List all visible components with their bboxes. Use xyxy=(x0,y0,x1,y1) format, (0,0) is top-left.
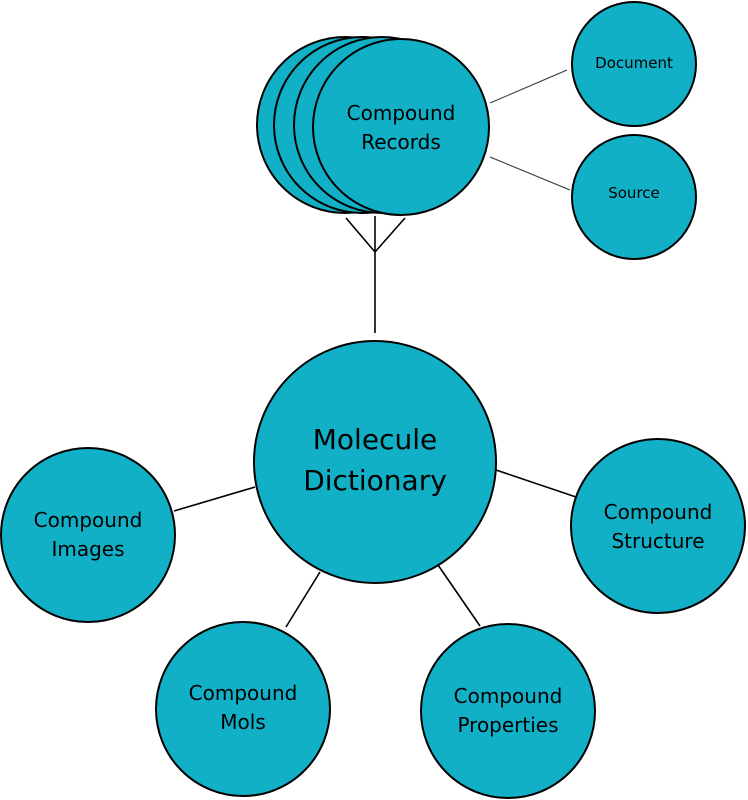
compound-images-label-line2: Images xyxy=(51,537,124,561)
compound-records-node: Compound Records xyxy=(256,36,490,216)
compound-images-circle xyxy=(0,447,176,623)
edges xyxy=(173,69,577,628)
edge-molecule-to-mols xyxy=(285,571,321,628)
compound-structure-node: Compound Structure xyxy=(570,438,746,614)
compound-mols-node: Compound Mols xyxy=(155,621,331,797)
source-label: Source xyxy=(608,184,660,202)
compound-properties-node: Compound Properties xyxy=(420,623,596,799)
molecule-dictionary-label-line2: Dictionary xyxy=(303,464,447,497)
compound-records-label-line1: Compound xyxy=(347,101,456,125)
crows-foot-left-prong xyxy=(345,217,376,253)
edge-molecule-to-properties xyxy=(437,564,481,627)
compound-properties-circle xyxy=(420,623,596,799)
compound-images-node: Compound Images xyxy=(0,447,176,623)
molecule-dictionary-node: Molecule Dictionary xyxy=(253,340,497,584)
records-stack-circle-4 xyxy=(312,38,490,216)
compound-images-label-line1: Compound xyxy=(34,508,143,532)
compound-structure-label-line1: Compound xyxy=(604,500,713,524)
source-node: Source xyxy=(571,134,697,260)
compound-mols-label-line1: Compound xyxy=(189,681,298,705)
compound-structure-label-line2: Structure xyxy=(611,529,704,553)
source-circle xyxy=(571,134,697,260)
compound-properties-label-line2: Properties xyxy=(457,713,558,737)
compound-records-label-line2: Records xyxy=(361,130,441,154)
edge-molecule-to-images xyxy=(173,486,256,512)
molecule-dictionary-circle xyxy=(253,340,497,584)
compound-properties-label-line1: Compound xyxy=(454,684,563,708)
compound-mols-circle xyxy=(155,621,331,797)
compound-mols-label-line2: Mols xyxy=(220,710,265,734)
document-node: Document xyxy=(571,1,697,127)
edge-records-to-source xyxy=(489,156,571,191)
crows-foot-right-prong xyxy=(374,217,406,253)
molecule-dictionary-label-line1: Molecule xyxy=(313,423,437,456)
document-circle xyxy=(571,1,697,127)
document-label: Document xyxy=(595,54,673,72)
compound-structure-circle xyxy=(570,438,746,614)
edge-records-to-document xyxy=(489,69,568,104)
edge-molecule-to-structure xyxy=(495,469,577,498)
